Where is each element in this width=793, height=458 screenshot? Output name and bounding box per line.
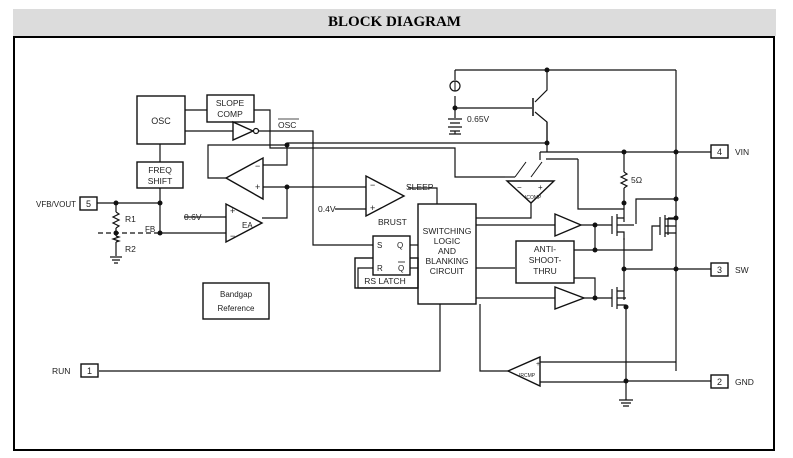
svg-text:+: + (538, 183, 543, 192)
ea-label: EA (242, 221, 253, 230)
ref-065-label: 0.65V (467, 114, 490, 124)
error-amp: + − EA (225, 202, 264, 244)
osc-bar-label: OSC (278, 120, 296, 130)
header-bar: BLOCK DIAGRAM (13, 9, 776, 36)
resistor-5-label: 5Ω (631, 175, 642, 185)
bandgap-label-2: Reference (218, 304, 255, 313)
rs-latch-label: RS LATCH (364, 276, 405, 286)
sense-mosfet (611, 214, 634, 240)
rs-latch-block: S Q R Q RS LATCH (354, 235, 419, 289)
osc-block: OSC (136, 95, 186, 145)
pin-5-label: VFB/VOUT (36, 200, 76, 209)
ground-icon-main (619, 399, 633, 407)
ircmp-comparator: + IRCMP (506, 355, 541, 388)
osc-label: OSC (151, 116, 171, 126)
pin-3: 3 SW (710, 262, 749, 277)
bandgap-block: Bandgap Reference (202, 282, 270, 320)
slope-comp-label-2: COMP (217, 109, 243, 119)
bandgap-label-1: Bandgap (220, 290, 253, 299)
svg-text:+: + (370, 203, 375, 213)
pin-4-number: 4 (717, 147, 722, 157)
resistor-r1: R1 (111, 211, 136, 229)
resistor-r2: R2 (111, 235, 136, 254)
switching-label-4: BLANKING (426, 256, 469, 266)
latch-s-label: S (377, 241, 382, 250)
anti-shoot-thru-block: ANTI- SHOOT- THRU (515, 240, 575, 284)
ref-06-label: 0.6V (184, 212, 202, 222)
r1-label: R1 (125, 214, 136, 224)
ref-04-label: 0.4V (318, 204, 336, 214)
page-title: BLOCK DIAGRAM (328, 14, 461, 30)
anti-shoot-label-2: SHOOT- (529, 255, 562, 265)
icomp-comparator: − + ICOMP (505, 161, 556, 204)
latch-qbar-label: Q (398, 264, 404, 273)
pin-2-label: GND (735, 377, 754, 387)
anti-shoot-label-3: THRU (533, 266, 557, 276)
svg-text:−: − (517, 183, 522, 192)
svg-text:−: − (230, 231, 235, 241)
bottom-gate-driver (554, 285, 586, 311)
svg-text:−: − (370, 180, 375, 190)
top-gate-driver (554, 212, 583, 238)
pin-4: 4 VIN (710, 144, 749, 159)
pin-3-label: SW (735, 265, 749, 275)
svg-text:+: + (230, 206, 235, 216)
icomp-label: ICOMP (525, 195, 542, 201)
latch-q-label: Q (397, 241, 403, 250)
pin-2-number: 2 (717, 377, 722, 387)
pin-1: RUN 1 (52, 363, 99, 378)
switching-logic-block: SWITCHING LOGIC AND BLANKING CIRCUIT (417, 203, 477, 305)
fb-label: FB (145, 225, 155, 234)
switching-label-1: SWITCHING (423, 226, 472, 236)
current-source-icon (449, 80, 461, 92)
svg-text:+: + (536, 361, 540, 368)
pin-5: VFB/VOUT 5 (36, 196, 98, 211)
low-side-mosfet (611, 287, 626, 309)
pin-1-label: RUN (52, 366, 70, 376)
upper-amp-plus: + (255, 182, 260, 192)
brust-label: BRUST (378, 217, 407, 227)
osc-inverter: OSC (232, 118, 299, 142)
slope-comp-label-1: SLOPE (216, 98, 245, 108)
pin-5-number: 5 (86, 199, 91, 209)
wires (97, 69, 711, 400)
pin-4-label: VIN (735, 147, 749, 157)
battery-icon: 0.65V (448, 114, 490, 135)
freq-shift-label-2: SHIFT (148, 176, 173, 186)
freq-shift-label-1: FREQ (148, 165, 172, 175)
slope-comp-block: SLOPE COMP (206, 94, 255, 123)
ground-icon (110, 256, 122, 264)
r2-label: R2 (125, 244, 136, 254)
switching-label-2: LOGIC (434, 236, 460, 246)
pin-1-number: 1 (87, 366, 92, 376)
anti-shoot-label-1: ANTI- (534, 244, 556, 254)
switching-label-3: AND (438, 246, 456, 256)
high-side-mosfet (659, 215, 676, 237)
latch-r-label: R (377, 264, 383, 273)
sleep-label: SLEEP (406, 182, 434, 192)
pin-3-number: 3 (717, 265, 722, 275)
upper-amp-minus: − (255, 161, 260, 171)
ircmp-label: IRCMP (519, 373, 536, 379)
freq-shift-block: FREQ SHIFT (136, 161, 184, 189)
upper-amp: − + (224, 156, 264, 201)
junction-dots (113, 67, 679, 384)
diagram-frame (13, 36, 775, 451)
switching-label-5: CIRCUIT (430, 266, 464, 276)
pin-2: 2 GND (710, 374, 754, 389)
resistor-5ohm: 5Ω (619, 171, 642, 189)
brust-comparator: − + SLEEP BRUST (365, 174, 434, 227)
